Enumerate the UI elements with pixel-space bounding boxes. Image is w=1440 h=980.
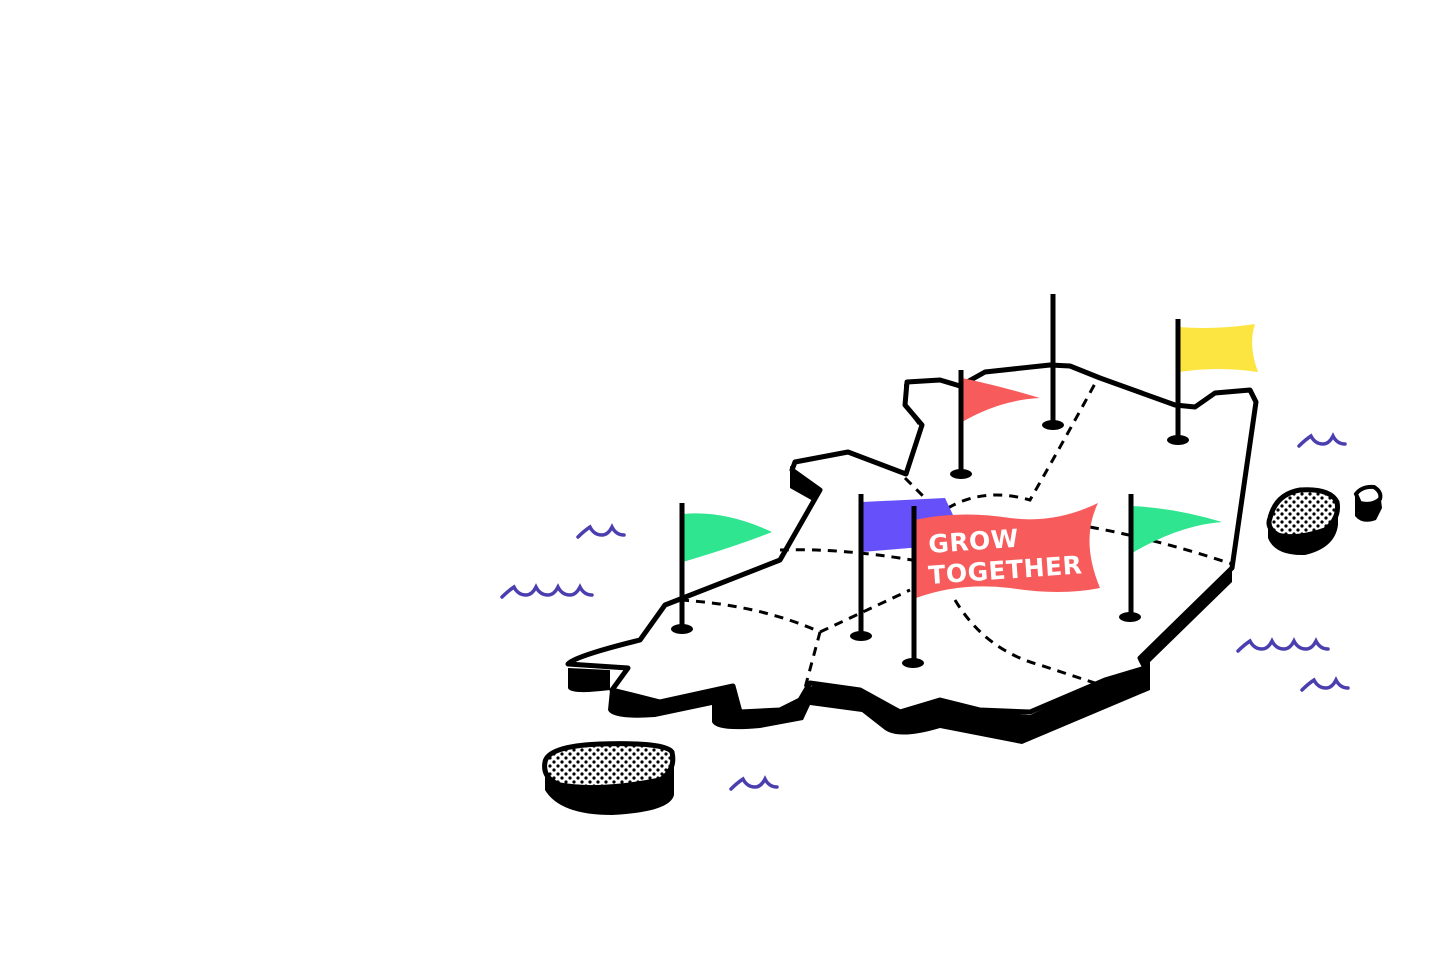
wave-6 [729, 775, 779, 791]
islet-east [1353, 484, 1383, 522]
wave-1 [576, 523, 626, 539]
wave-5 [1300, 676, 1350, 692]
island-east [1266, 487, 1340, 556]
island-southwest [542, 741, 676, 815]
wave-4 [1236, 637, 1330, 653]
flag-cloth [1179, 324, 1258, 372]
red-flag-north [950, 370, 1040, 479]
wave-3 [1297, 432, 1347, 448]
green-flag-east [1119, 494, 1222, 622]
waves [500, 432, 1350, 791]
flag-cloth [683, 513, 772, 562]
bare-pole-north [1042, 294, 1064, 430]
green-flag-west [671, 503, 772, 634]
flag-cloth [962, 378, 1040, 422]
flag-cloth [1132, 506, 1222, 553]
banner-line-1: GROW [927, 524, 1019, 559]
region-borders [679, 377, 1233, 690]
red-banner-flag: GROW TOGETHER [902, 503, 1100, 668]
wave-2 [500, 583, 594, 599]
yellow-flag-northeast [1167, 319, 1258, 445]
banner-cloth [914, 503, 1100, 598]
